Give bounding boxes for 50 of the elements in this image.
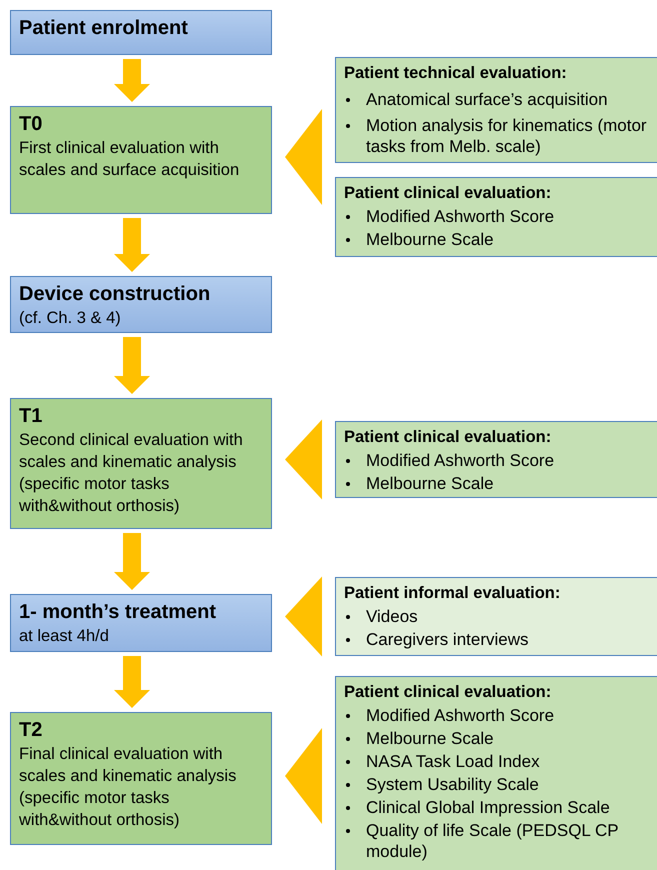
step-box <box>10 276 272 333</box>
triangle-arrow <box>285 576 322 656</box>
step-title: T1 <box>19 404 44 429</box>
box-heading: Patient technical evaluation: <box>344 63 568 84</box>
step-title: T2 <box>19 718 44 743</box>
triangle-arrow <box>285 109 322 205</box>
step-description: (cf. Ch. 3 & 4) <box>19 308 122 329</box>
triangle-arrow <box>285 420 322 500</box>
block-arrow <box>114 59 150 102</box>
step-box <box>10 712 272 845</box>
bullet-item: Melbourne Scale <box>344 473 651 494</box>
bullet-item: NASA Task Load Index <box>344 751 651 772</box>
step-box <box>10 594 272 652</box>
step-description: First clinical evaluation with scales and surface acquisition <box>19 138 240 181</box>
evaluation-box <box>335 57 657 163</box>
bullet-item: Caregivers interviews <box>344 629 651 650</box>
evaluation-box <box>335 421 657 498</box>
evaluation-box <box>335 676 657 870</box>
block-arrow <box>114 533 150 590</box>
bullet-item: Modified Ashworth Score <box>344 705 651 726</box>
block-arrow <box>114 218 150 272</box>
bullet-item: Melbourne Scale <box>344 229 651 250</box>
bullet-item: Modified Ashworth Score <box>344 206 651 227</box>
step-title: T0 <box>19 112 44 137</box>
evaluation-box <box>335 577 657 656</box>
bullet-item: Motion analysis for kinematics (motor tasks from Melb. scale) <box>344 115 651 157</box>
box-heading: Patient informal evaluation: <box>344 583 562 604</box>
block-arrow <box>114 337 150 394</box>
step-title: Device construction <box>19 282 212 307</box>
bullet-item: System Usability Scale <box>344 774 651 795</box>
triangle-arrow <box>285 728 322 824</box>
bullet-item: Melbourne Scale <box>344 728 651 749</box>
box-heading: Patient clinical evaluation: <box>344 183 552 204</box>
bullet-item: Modified Ashworth Score <box>344 450 651 471</box>
bullet-item: Clinical Global Impression Scale <box>344 797 651 818</box>
step-box <box>10 10 272 55</box>
bullet-item: Quality of life Scale (PEDSQL CP module) <box>344 820 651 862</box>
evaluation-box <box>335 177 657 257</box>
step-title: 1- month’s treatment <box>19 600 218 625</box>
bullet-item: Videos <box>344 606 651 627</box>
box-heading: Patient clinical evaluation: <box>344 427 552 448</box>
step-box <box>10 398 272 529</box>
block-arrow <box>114 656 150 708</box>
step-description: Final clinical evaluation with scales and kinematic analysis (specific motor tasks with&without orthosis) <box>19 744 238 831</box>
bullet-item: Anatomical surface’s acquisition <box>344 89 651 110</box>
box-heading: Patient clinical evaluation: <box>344 682 552 703</box>
step-description: at least 4h/d <box>19 626 110 647</box>
step-box <box>10 106 272 214</box>
step-description: Second clinical evaluation with scales and kinematic analysis (specific motor tasks with&without orthosis) <box>19 430 244 517</box>
step-title: Patient enrolment <box>19 16 189 41</box>
